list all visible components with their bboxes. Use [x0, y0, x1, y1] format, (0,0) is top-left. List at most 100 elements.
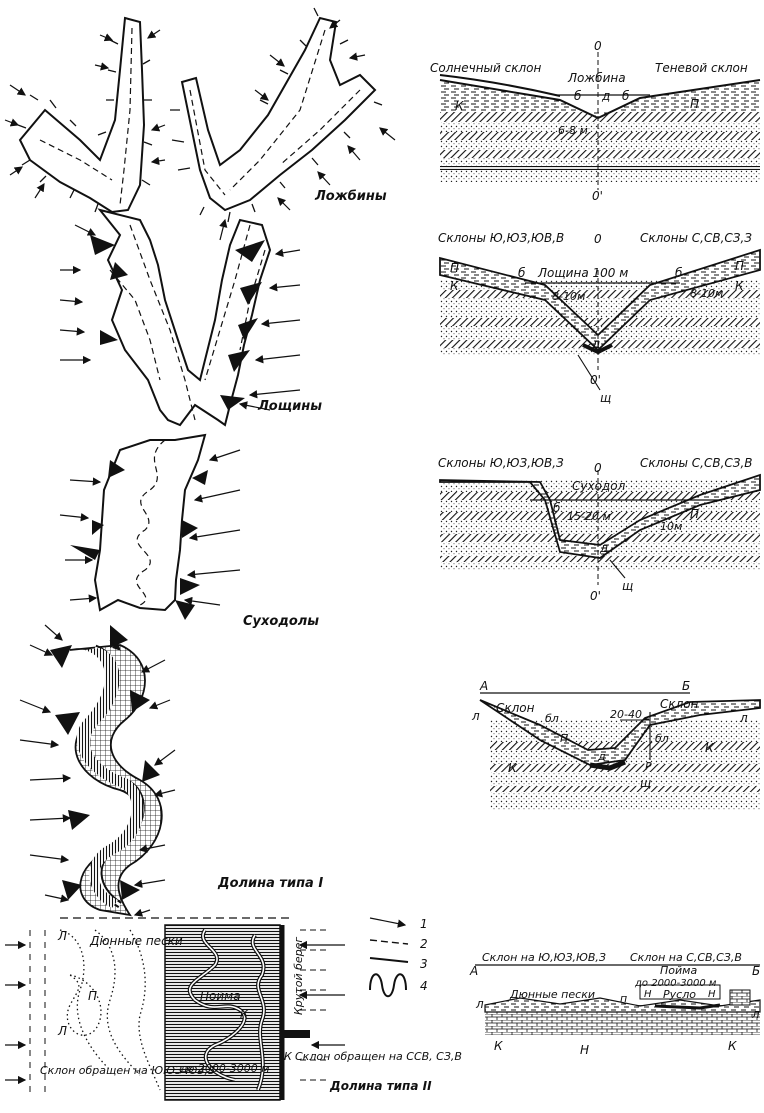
valley1-sch-label: щ: [640, 776, 651, 790]
valley1-a-label: А: [479, 679, 488, 693]
valley2-section-n3: Н: [580, 1043, 589, 1057]
legend-4: 4: [420, 979, 428, 993]
hollow-axis-top: 0: [594, 232, 602, 246]
valley2-section-k-left: К: [494, 1039, 503, 1053]
dry-d-label: д: [599, 541, 608, 555]
dry-axis-top: 0: [594, 461, 602, 475]
valley2-section-n2: Н: [708, 989, 716, 1000]
valley2-right-slope-label: Склон обращен на ССВ, СЗ,В: [295, 1050, 462, 1063]
legend-3: 3: [420, 957, 428, 971]
hollow-d-label: д: [591, 337, 600, 351]
valley2-k-top: К: [240, 1008, 249, 1021]
dry-valleys-caption: Суходолы: [243, 614, 319, 629]
legend-arrow-swatch: [370, 918, 405, 925]
valley1-k-left: К: [508, 761, 517, 775]
dry-depth-left: 15-20 м: [567, 510, 611, 523]
hollow-k-left: К: [450, 279, 459, 293]
dry-b-label: б: [553, 501, 561, 515]
legend-dashed-swatch: [370, 940, 408, 944]
valley2-l-top: Л: [57, 929, 67, 943]
valley2-steep-bank-label: Крутой берег: [292, 937, 305, 1015]
valley1-k-right: К: [705, 741, 714, 755]
valley2-section-left-slope: Склон на Ю,ЮЗ,ЮВ,З: [482, 951, 606, 964]
dry-left-slopes: Склоны Ю,ЮЗ,ЮВ,З: [438, 456, 564, 470]
valley2-section-l-right: л: [751, 1007, 760, 1021]
valley2-l-bottom: Л: [57, 1024, 67, 1038]
k-label: К: [455, 99, 464, 113]
gully-depth-label: 6-8 м: [558, 124, 588, 137]
hollow-p-right: П: [735, 259, 744, 273]
valley1-slope-right: Склон: [660, 697, 699, 711]
right-slopes-label: Склоны С,СВ,СЗ,З: [640, 231, 752, 245]
dry-p-label: П: [690, 507, 699, 521]
valley2-b-letter: Б: [752, 964, 760, 978]
valley2-section-channel: Русло: [663, 988, 696, 1001]
valley1-bl-left: бл: [545, 712, 559, 725]
valley1-l-left: л: [471, 709, 480, 723]
valley1-l-right: л: [739, 711, 748, 725]
hollow-center-label: Лощина 100 м: [537, 266, 628, 280]
valley1-depth: 20-40: [610, 708, 642, 721]
b-label-right: б: [622, 89, 630, 103]
dry-depth-right: 10м: [660, 520, 682, 533]
valley1-slope-left: Склон: [496, 701, 535, 715]
valley1-b-letter: Б: [682, 679, 690, 693]
hollow-sch-label: щ: [600, 391, 611, 405]
hollow-section: Склоны Ю,ЮЗ,ЮВ,В Склоны С,СВ,СЗ,З Лощина…: [438, 231, 760, 405]
legend-1: 1: [420, 917, 428, 931]
hollow-b-right: б: [675, 266, 683, 280]
dry-valleys-map: Суходолы: [60, 435, 319, 629]
sunny-slope-label: Солнечный склон: [430, 61, 542, 75]
valley2-floodplain-label: Пойма: [200, 989, 241, 1003]
hollow-k-right: К: [735, 279, 744, 293]
valley2-section-right-slope: Склон на С,СВ,СЗ,В: [630, 951, 742, 964]
valley1-section: А Б Склон Склон бл бл 20-40 л л П К К д …: [471, 679, 760, 810]
valley2-section: А Б Склон на Ю,ЮЗ,ЮВ,З Склон на С,СВ,СЗ,…: [469, 951, 760, 1057]
gullies-caption: Ложбины: [314, 189, 387, 204]
hollow-depth-right: 8-10м: [690, 287, 723, 300]
valley1-p-label: П: [560, 732, 568, 745]
valley2-dune-label: Дюнные пески: [89, 934, 183, 948]
p-label: П: [690, 97, 699, 111]
valley2-section-p: п: [620, 992, 627, 1005]
hollow-p-left: П: [450, 261, 459, 275]
valley2-a-label: А: [469, 964, 478, 978]
dry-right-slopes: Склоны С,СВ,СЗ,В: [640, 456, 753, 470]
gullies-map: Ложбины: [5, 8, 395, 240]
hollow-body: [100, 210, 270, 425]
hollows-map: Лощины: [60, 210, 322, 425]
valley2-section-k-right: К: [728, 1039, 737, 1053]
legend: 1 2 3 4: [370, 917, 428, 996]
valley1-caption: Долина типа I: [217, 876, 323, 891]
gully-section: Солнечный склон Ложбина Теневой склон 6-…: [430, 39, 760, 203]
b-label-left: б: [574, 89, 582, 103]
dry-axis-bottom: 0': [590, 589, 601, 603]
valley2-caption: Долина типа II: [329, 1079, 432, 1093]
valley2-section-l-left: л: [475, 997, 484, 1011]
dry-sch-label: щ: [622, 579, 633, 593]
valley1-d-label: д: [597, 750, 606, 763]
dry-center-label: Суходол: [572, 479, 626, 493]
valley2-p-label: П: [88, 989, 97, 1003]
hollow-axis-bottom: 0': [590, 373, 601, 387]
hollow-depth-left: 8-10м: [552, 290, 585, 303]
gully-right: [182, 18, 375, 210]
valley1-bl-right: бл: [655, 732, 669, 745]
valley2-left-slope-label: Склон обращен на ЮЮЗ ЮЗ,З: [40, 1064, 215, 1077]
valley2-section-floodplain: Пойма: [660, 964, 697, 977]
dry-valley-section: Склоны Ю,ЮЗ,ЮВ,З Склоны С,СВ,СЗ,В Суходо…: [438, 456, 760, 603]
valley-type2-map: Дюнные пески Пойма до 2000-3000 м Крутой…: [5, 918, 462, 1100]
legend-2: 2: [420, 937, 428, 951]
axis-top-label: 0: [594, 39, 602, 53]
valley2-section-n1: Н: [644, 989, 652, 1000]
gully-center-label: Ложбина: [567, 71, 626, 85]
valley-type1-map: Долина типа I: [20, 625, 323, 915]
left-slopes-label: Склоны Ю,ЮЗ,ЮВ,В: [438, 231, 564, 245]
valley1-r-label: Р: [645, 760, 652, 773]
hollow-b-left: б: [518, 266, 526, 280]
axis-bottom-label: 0': [592, 189, 603, 203]
gully-left: [20, 18, 144, 212]
legend-meander-swatch: [370, 974, 406, 996]
valley2-k-bottom: К: [284, 1050, 293, 1063]
